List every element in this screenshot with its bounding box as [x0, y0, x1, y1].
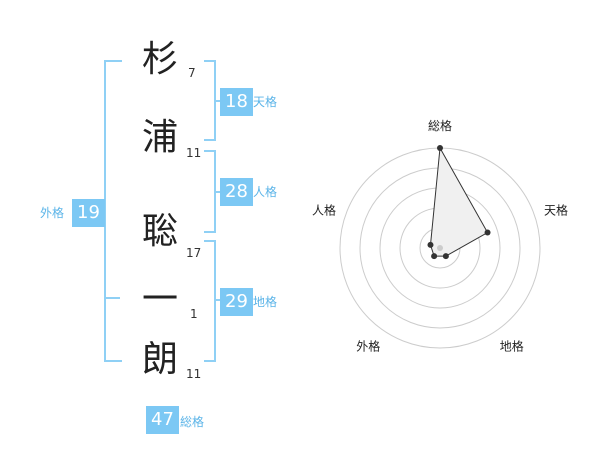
stroke-count-3: 17 [186, 246, 202, 260]
tenkaku-bracket-connector [214, 100, 222, 102]
chikaku-label: 地格 [253, 295, 278, 309]
name-char-5: 朗 [142, 339, 179, 380]
tenkaku-label: 天格 [253, 95, 278, 109]
radar-points [427, 145, 491, 260]
gaikaku-score: 19 [72, 199, 105, 227]
radar-axis-label-1: 総格 [428, 118, 452, 133]
stroke-count-1: 7 [188, 66, 196, 80]
stroke-count-5: 11 [186, 367, 202, 381]
name-char-2: 浦 [142, 117, 179, 158]
radar-point-4 [431, 253, 438, 260]
radar-axis-label-2: 天格 [544, 202, 568, 217]
radar-center-dot [437, 245, 443, 251]
radar-axis-label-4: 外格 [356, 339, 380, 354]
soukaku-score: 47 [146, 406, 179, 434]
chikaku-bracket [204, 240, 216, 362]
name-char-4: 一 [142, 279, 179, 320]
soukaku-label: 総格 [180, 415, 205, 429]
radar-point-2 [484, 229, 491, 236]
radar-axis-label-5: 人格 [312, 202, 336, 217]
radar-axis-label-3: 地格 [500, 339, 524, 354]
name-char-3: 聡 [142, 211, 179, 252]
radar-point-5 [427, 241, 434, 248]
name-char-1: 杉 [142, 39, 179, 80]
jinkaku-bracket-connector [214, 191, 222, 193]
radar-point-1 [437, 145, 443, 151]
radar-point-3 [442, 253, 449, 260]
gaikaku-bracket [104, 60, 122, 362]
tenkaku-score: 18 [220, 88, 253, 116]
jinkaku-score: 28 [220, 178, 253, 206]
gaikaku-label: 外格 [40, 206, 65, 220]
stroke-count-4: 1 [190, 307, 198, 321]
jinkaku-label: 人格 [253, 185, 278, 199]
chikaku-score: 29 [220, 288, 253, 316]
gaikaku-bracket-divider [104, 297, 120, 299]
radar-polygon [429, 146, 489, 257]
stroke-count-2: 11 [186, 146, 202, 160]
chikaku-bracket-connector [214, 299, 222, 301]
